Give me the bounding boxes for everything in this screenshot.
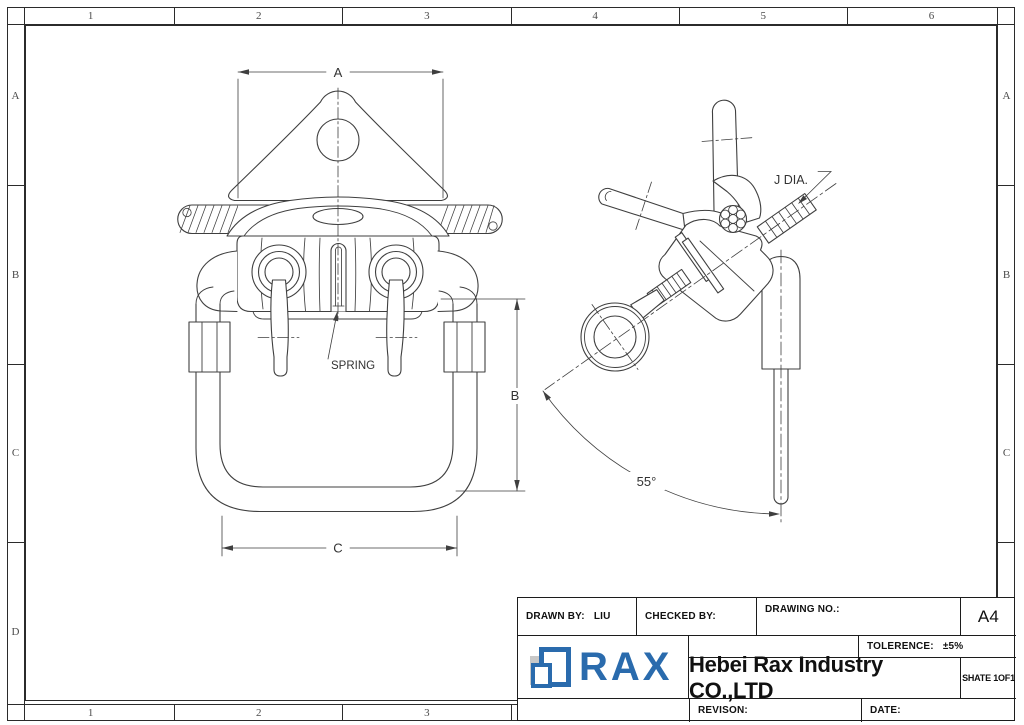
sheet-label: SHATE 1OF1: [962, 673, 1015, 683]
front-view-dimensions: [221, 69, 526, 557]
grid-col-label: 3: [343, 7, 512, 24]
paper-size-cell: A4: [961, 598, 1016, 636]
company-name-cell: Hebei Rax Industry CO.,LTD: [689, 652, 961, 703]
dim-c-label: C: [333, 541, 342, 556]
drawn-by-label: DRAWN BY:: [526, 611, 585, 622]
grid-col-label: 6: [928, 9, 935, 22]
grid-row-label: C: [998, 365, 1015, 544]
rax-logo-text: RAX: [579, 645, 673, 689]
spring-label: SPRING: [331, 360, 375, 372]
u-bolt-nut-left: [188, 321, 231, 373]
grid-row-label: D: [11, 626, 20, 639]
angle-label: 55°: [637, 474, 657, 489]
cable-cross-section: [718, 204, 748, 234]
date-label: DATE:: [870, 705, 901, 716]
drawn-by-value: LIU: [593, 611, 611, 622]
grid-col-label: 4: [512, 7, 680, 24]
empty-cell: [689, 636, 859, 658]
grid-ruler-left: A B C D: [7, 7, 25, 721]
drawn-by-cell: DRAWN BY: LIU: [518, 598, 637, 636]
checked-by-label: CHECKED BY:: [645, 611, 716, 622]
clamp-body-side: [658, 218, 774, 322]
cable-strands: [179, 205, 495, 233]
title-block: DRAWN BY: LIU CHECKED BY: DRAWING NO.: A…: [517, 597, 1016, 722]
grid-row-label: A: [998, 7, 1015, 186]
j-dia-label: J DIA.: [774, 173, 808, 187]
side-view-dimensions: [542, 171, 837, 523]
spring-slot: [330, 243, 347, 313]
grid-ruler-top: 1 2 3 4 5 6: [7, 7, 1015, 25]
empty-cell: [518, 699, 690, 722]
cotter-pin-leg: [598, 187, 691, 231]
grid-row-label: B: [7, 186, 24, 365]
grid-row-label: C: [7, 365, 24, 544]
grid-row-label: A: [7, 7, 24, 186]
u-bolt-nut-right: [443, 321, 486, 373]
grid-col-label: 2: [175, 7, 344, 24]
checked-by-cell: CHECKED BY:: [637, 598, 757, 636]
front-view: [177, 87, 503, 513]
drawing-frame: [25, 25, 997, 701]
threaded-stud: [756, 192, 817, 244]
paper-size-value: A4: [977, 606, 1000, 626]
date-cell: DATE:: [862, 699, 1016, 722]
tolerance-value: ±5%: [942, 641, 964, 652]
tolerance-cell: TOLERENCE: ±5%: [859, 636, 1016, 658]
drawing-no-cell: DRAWING NO.:: [757, 598, 961, 636]
tolerance-label: TOLERENCE:: [867, 641, 934, 652]
grid-col-label: 3: [343, 705, 512, 721]
grid-col-label: 2: [175, 705, 344, 721]
company-name: Hebei Rax Industry CO.,LTD: [689, 652, 883, 703]
dim-b-label: B: [511, 388, 520, 403]
pad-eye-plate: [228, 90, 448, 202]
company-logo-cell: RAX: [518, 636, 689, 699]
rax-logo-icon: [528, 645, 572, 689]
drawing-no-label: DRAWING NO.:: [765, 604, 840, 615]
revision-label: REVISON:: [698, 705, 748, 716]
dim-a-label: A: [334, 65, 343, 80]
logo-frame-small: [531, 663, 552, 688]
revision-cell: REVISON:: [690, 699, 862, 722]
grid-col-label: 1: [7, 705, 176, 721]
sheet-cell: SHATE 1OF1: [961, 658, 1016, 699]
u-bolt: [195, 303, 478, 513]
grid-col-label: 5: [680, 7, 848, 24]
grid-col-label: 1: [7, 7, 176, 24]
grid-row-label: B: [998, 186, 1015, 365]
